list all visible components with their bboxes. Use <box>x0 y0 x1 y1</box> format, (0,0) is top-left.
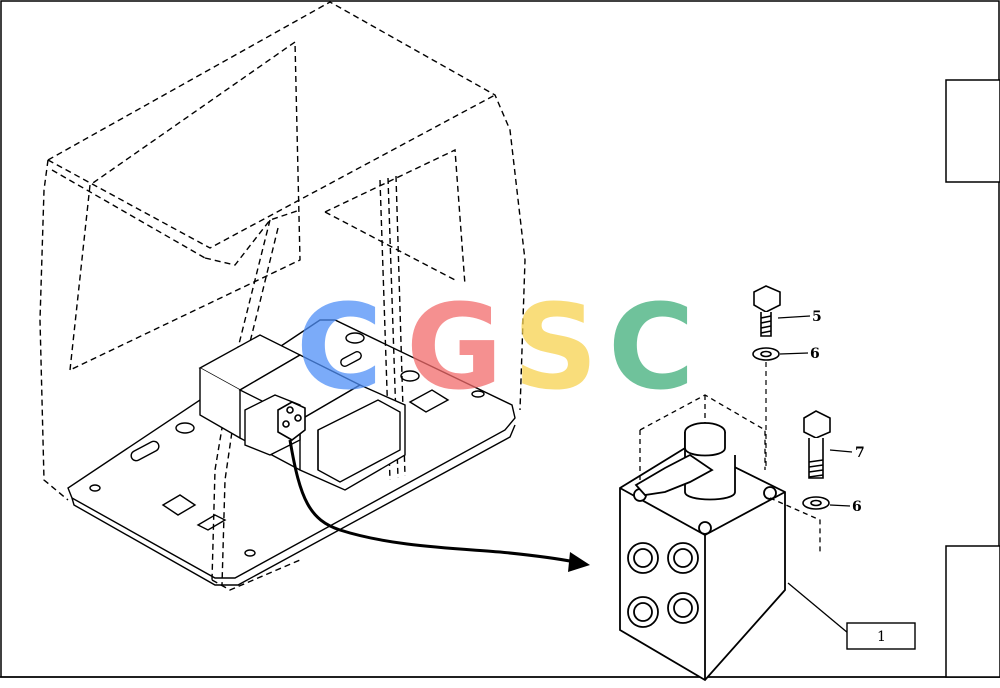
callout-1: 1 <box>877 629 886 645</box>
console-connector <box>277 401 306 441</box>
part-ref-box <box>846 622 916 650</box>
washer-top <box>752 347 780 361</box>
washer-bottom <box>802 496 830 510</box>
valve-handle <box>634 422 736 501</box>
watermark-letter-4: C <box>608 278 695 416</box>
console-block <box>198 334 406 491</box>
bolt-short <box>753 285 781 337</box>
hose-arrow-icon <box>568 552 590 572</box>
watermark-letter-3: S <box>513 278 598 416</box>
watermark-logo: C G S C <box>296 278 695 416</box>
callout-7: 7 <box>855 445 865 461</box>
leader-7 <box>829 449 853 453</box>
cab-outline <box>39 1 526 591</box>
leader-5 <box>777 315 811 319</box>
watermark-letter-1: C <box>296 278 383 416</box>
watermark-letter-2: G <box>406 278 503 416</box>
leader-1 <box>787 582 849 634</box>
valve-dashed-outline <box>639 394 821 555</box>
floor-plate <box>67 319 516 586</box>
side-tab-bottom <box>945 545 1000 678</box>
bolt-long <box>803 410 831 479</box>
leader-6-bottom <box>829 504 851 507</box>
hose-line <box>288 439 576 564</box>
valve-block <box>619 443 786 682</box>
callout-5: 5 <box>812 309 822 325</box>
callout-6-top: 6 <box>810 346 820 362</box>
callout-6-bottom: 6 <box>852 499 862 515</box>
side-tab-top <box>945 79 1000 183</box>
leader-6-top <box>779 352 809 355</box>
